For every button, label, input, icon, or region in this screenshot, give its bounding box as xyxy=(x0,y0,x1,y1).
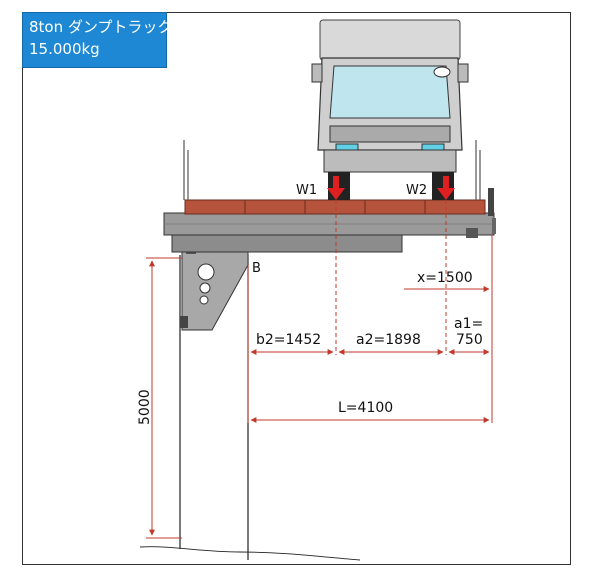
l-dimension-label: L=4100 xyxy=(338,400,393,416)
x-dimension-label: x=1500 xyxy=(417,270,473,286)
a1-dimension-label-bottom: 750 xyxy=(456,332,483,348)
load-arrows xyxy=(327,176,455,200)
pier-columns xyxy=(139,255,361,561)
title-line-2: 15.000kg xyxy=(29,40,100,58)
dimension-lines xyxy=(146,200,493,539)
b-label: B xyxy=(252,261,261,276)
railings xyxy=(183,140,481,200)
truck-front-view xyxy=(311,19,469,200)
title-line-1: 8ton ダンプトラック xyxy=(29,18,173,36)
w1-label: W1 xyxy=(296,183,317,198)
w2-label: W2 xyxy=(406,183,427,198)
height-dimension-label: 5000 xyxy=(137,389,153,425)
title-box: 8ton ダンプトラック 15.000kg xyxy=(22,12,173,68)
a2-dimension-label: a2=1898 xyxy=(356,332,421,348)
b2-dimension-label: b2=1452 xyxy=(256,332,321,348)
deck xyxy=(184,199,486,215)
a1-dimension-label-top: a1= xyxy=(454,316,483,332)
